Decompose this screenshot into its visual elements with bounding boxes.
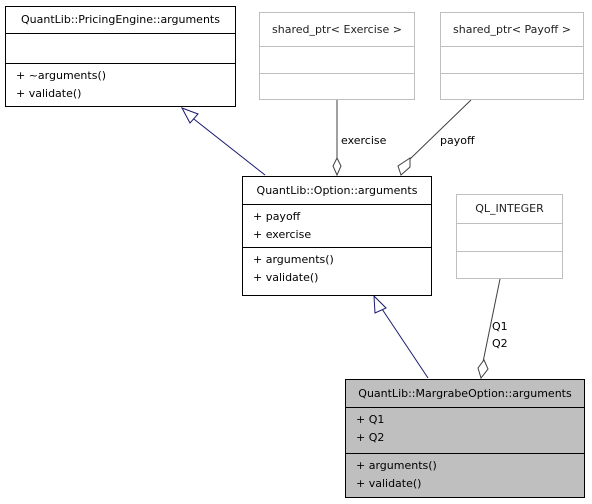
class-title: QuantLib::PricingEngine::arguments <box>21 13 220 26</box>
method-item: + validate() <box>16 87 82 100</box>
inheritance-arrowhead-pricingengine <box>180 107 199 124</box>
method-item: + validate() <box>253 271 319 284</box>
class-title: QuantLib::Option::arguments <box>256 184 418 197</box>
attribute-item: + payoff <box>253 210 301 223</box>
edge-label-payoff: payoff <box>440 134 475 147</box>
methods-section <box>457 251 562 278</box>
method-item: + ~arguments() <box>16 69 107 82</box>
methods-section <box>441 73 583 99</box>
edge-label-q1: Q1 <box>492 320 508 333</box>
class-shared-ptr-exercise[interactable]: shared_ptr< Exercise > <box>259 12 415 100</box>
class-title: shared_ptr< Payoff > <box>453 23 571 36</box>
inheritance-arrowhead-option <box>373 294 387 314</box>
attributes-section: + Q1 + Q2 <box>346 407 584 453</box>
class-title: QuantLib::MargrabeOption::arguments <box>358 387 572 400</box>
attributes-section <box>457 223 562 251</box>
attribute-item: + Q1 <box>356 413 385 426</box>
attributes-section: + payoff + exercise <box>243 204 431 247</box>
class-title: QL_INTEGER <box>475 202 544 215</box>
inheritance-edge-margrabe-to-option <box>379 305 429 379</box>
class-pricingengine-arguments[interactable]: QuantLib::PricingEngine::arguments + ~ar… <box>5 6 236 107</box>
aggregation-diamond-exercise <box>332 156 342 177</box>
attributes-section <box>260 46 414 73</box>
attribute-item: + exercise <box>253 228 312 241</box>
edge-label-q2: Q2 <box>492 337 508 350</box>
aggregation-edge-ql-integer <box>482 278 501 363</box>
aggregation-edge-payoff <box>408 99 472 161</box>
edge-label-exercise: exercise <box>341 134 387 147</box>
method-item: + arguments() <box>356 459 437 472</box>
class-ql-integer[interactable]: QL_INTEGER <box>456 194 563 279</box>
methods-section <box>260 73 414 99</box>
attributes-section <box>441 46 583 73</box>
class-title: shared_ptr< Exercise > <box>272 23 402 36</box>
methods-section: + arguments() + validate() <box>243 247 431 295</box>
methods-section: + arguments() + validate() <box>346 453 584 497</box>
method-item: + arguments() <box>253 253 334 266</box>
attributes-section <box>6 33 235 63</box>
attribute-item: + Q2 <box>356 431 385 444</box>
class-shared-ptr-payoff[interactable]: shared_ptr< Payoff > <box>440 12 584 100</box>
methods-section: + ~arguments() + validate() <box>6 63 235 106</box>
aggregation-diamond-payoff <box>397 157 411 176</box>
aggregation-diamond-ql-integer <box>477 359 489 380</box>
inheritance-edge-option-to-pricingengine <box>189 115 266 176</box>
class-option-arguments[interactable]: QuantLib::Option::arguments + payoff + e… <box>242 176 432 296</box>
class-margrabeoption-arguments[interactable]: QuantLib::MargrabeOption::arguments + Q1… <box>345 379 585 498</box>
method-item: + validate() <box>356 477 422 490</box>
